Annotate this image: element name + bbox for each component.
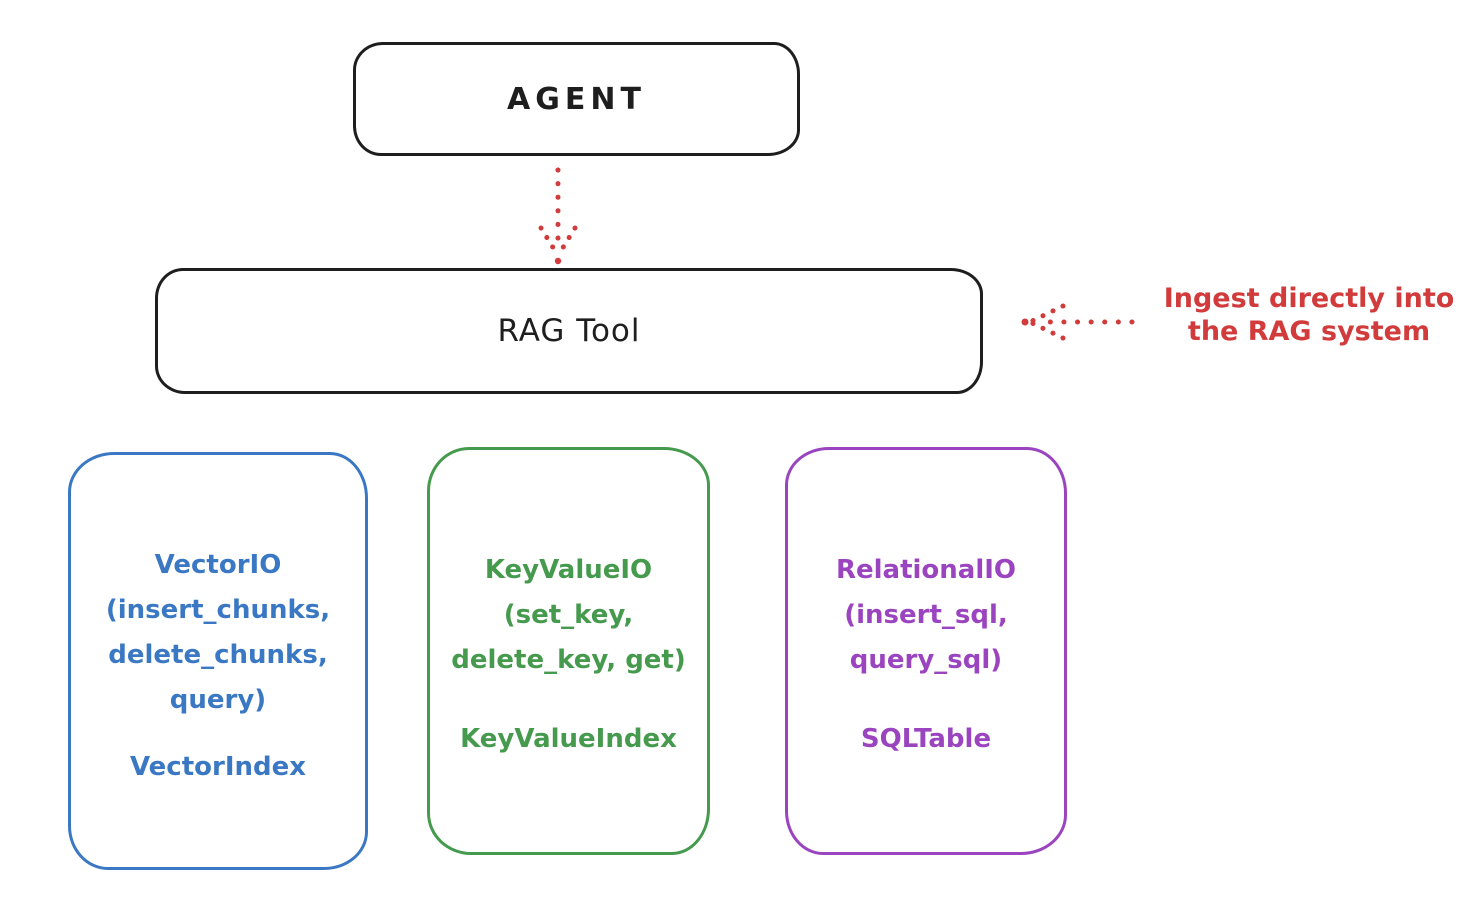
agent-node-label: AGENT [507,81,646,117]
sql-table-label: SQLTable [860,724,992,754]
ingest-annotation-line1: Ingest directly into [1163,283,1455,314]
ingest-annotation: Ingest directly into the RAG system [1140,282,1478,348]
vector-io-methods-line: (insert_chunks, [105,595,331,625]
keyvalue-io-methods-line: delete_key, get) [451,645,686,675]
vector-io-methods-line: query) [169,685,267,715]
keyvalue-io-methods-line: (set_key, [503,600,634,630]
vector-io-methods-line: delete_chunks, [108,640,328,670]
arrow-down-dotted-icon [538,167,578,265]
vector-index-label: VectorIndex [129,752,307,782]
vector-io-title: VectorIO [154,550,282,580]
keyvalue-io-box: KeyValueIO (set_key, delete_key, get) Ke… [427,447,710,855]
keyvalue-index-label: KeyValueIndex [460,724,677,754]
vector-io-box: VectorIO (insert_chunks, delete_chunks, … [68,452,368,870]
relational-io-methods-line: (insert_sql, [844,600,1008,630]
agent-node: AGENT [353,42,800,156]
relational-io-title: RelationalIO [835,555,1017,585]
spacer [788,683,1064,717]
relational-io-box: RelationalIO (insert_sql, query_sql) SQL… [785,447,1067,855]
spacer [430,683,707,717]
ingest-annotation-line2: the RAG system [1187,316,1431,347]
arrow-left-dotted-icon [1021,303,1135,341]
rag-tool-node-label: RAG Tool [497,313,641,349]
spacer [71,723,365,745]
relational-io-methods-line: query_sql) [849,645,1003,675]
keyvalue-io-title: KeyValueIO [484,555,653,585]
rag-tool-node: RAG Tool [155,268,983,394]
